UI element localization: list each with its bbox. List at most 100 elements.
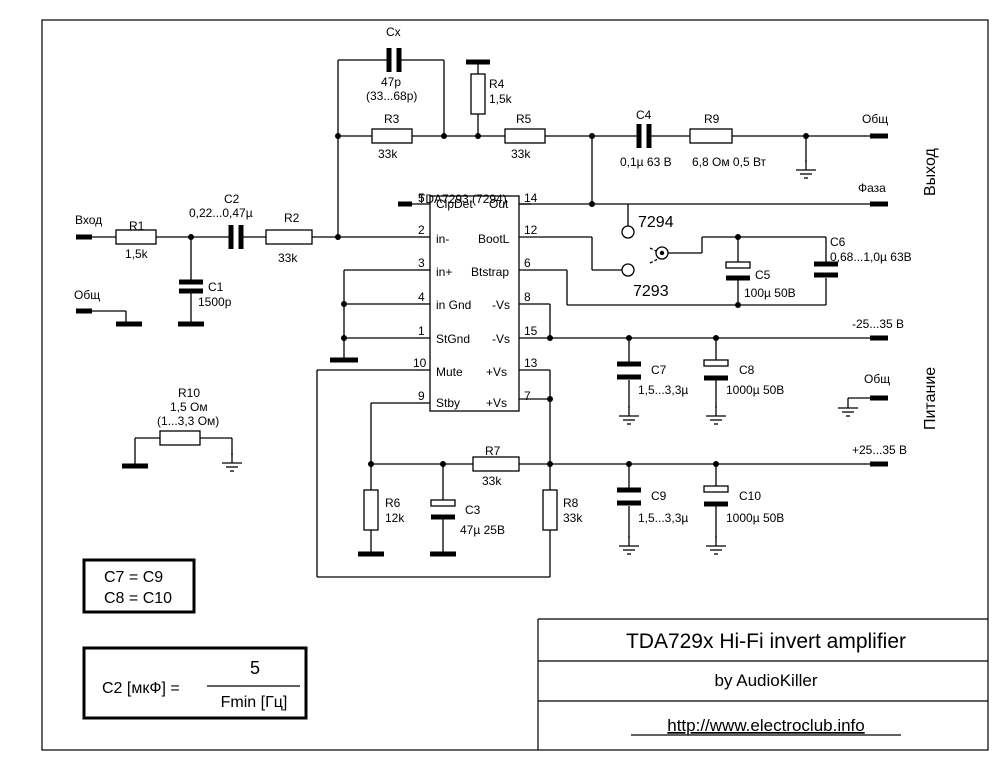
- author-text: by AudioKiller: [714, 671, 817, 690]
- switch-option-7293: 7293: [633, 283, 669, 300]
- pin-name-plus-vs-13: +Vs: [486, 365, 507, 379]
- cx-range: (33...68p): [366, 89, 417, 103]
- pin-num-13: 13: [524, 356, 538, 370]
- r9-ref: R9: [704, 112, 720, 126]
- pin-name-clpdet: ClpDet: [436, 197, 473, 211]
- c7-value: 1,5...3,3µ: [638, 383, 688, 397]
- pin-name-minus-vs-15: -Vs: [492, 332, 510, 346]
- r7-value: 33k: [482, 474, 502, 488]
- pin-num-8: 8: [524, 290, 531, 304]
- c5-plate-a: [725, 261, 751, 269]
- formula-denominator: Fmin [Гц]: [221, 694, 288, 711]
- r2-value: 33k: [278, 251, 298, 265]
- cx-ref: Cx: [386, 25, 401, 39]
- title-block: TDA729x Hi-Fi invert amplifier by AudioK…: [537, 618, 988, 750]
- title-text: TDA729x Hi-Fi invert amplifier: [626, 630, 906, 653]
- r8-body: [542, 489, 558, 531]
- c6-value: 0,68...1,0µ 63В: [830, 250, 912, 264]
- pin-name-out: Out: [489, 197, 509, 211]
- c10-value: 1000µ 50В: [726, 511, 784, 525]
- pin-num-15: 15: [524, 324, 538, 338]
- formula-numerator: 5: [250, 658, 260, 678]
- ic-pins: 5 ClpDet 2 in- 3 in+ 4 in Gnd 1 StGnd 10…: [413, 191, 538, 410]
- r9-value: 6,8 Ом 0,5 Вт: [692, 155, 767, 169]
- c2-value: 0,22...0,47µ: [189, 206, 253, 220]
- c9-value: 1,5...3,3µ: [638, 511, 688, 525]
- pin-num-14: 14: [524, 191, 538, 205]
- ic-title: TDA7293 (7294): [418, 192, 507, 206]
- resistors: [115, 73, 733, 531]
- c3-plate-a: [430, 499, 456, 507]
- r1-body: [115, 229, 157, 245]
- c5-ref: C5: [755, 268, 771, 282]
- net-input-label: Вход: [75, 213, 102, 227]
- pin-num-7: 7: [524, 389, 531, 403]
- formula-note: C2 [мкФ] = 5 Fmin [Гц]: [82, 646, 308, 720]
- c6-ref: C6: [830, 235, 846, 249]
- equality-line-1: C7 = C9: [104, 569, 163, 586]
- net-pos-supply-label: +25...35 В: [852, 443, 907, 457]
- pin-num-9: 9: [418, 389, 425, 403]
- net-gnd-supply-label: Общ: [864, 372, 890, 386]
- wires: [92, 59, 888, 578]
- net-gnd-output-label: Общ: [862, 112, 888, 126]
- r6-value: 12k: [385, 511, 405, 525]
- pin-num-1: 1: [418, 324, 425, 338]
- c5-value: 100µ 50В: [744, 286, 796, 300]
- c9-ref: C9: [651, 489, 667, 503]
- url-link[interactable]: http://www.electroclub.info: [667, 716, 864, 735]
- net-gnd-input-label: Общ: [74, 288, 100, 302]
- c8-plate-a: [703, 359, 729, 367]
- r1-ref: R1: [129, 219, 145, 233]
- pin-num-5: 5: [418, 191, 425, 205]
- r6-body: [363, 489, 379, 531]
- equality-note: C7 = C9 C8 = C10: [82, 558, 196, 614]
- r3-ref: R3: [384, 112, 400, 126]
- r3-value: 33k: [378, 147, 398, 161]
- terminal-bars: [76, 59, 888, 557]
- switch-option-7294: 7294: [638, 214, 674, 231]
- r7-ref: R7: [485, 444, 501, 458]
- net-output-group-label: Выход: [922, 147, 939, 196]
- component-labels: Вход Общ R1 1,5k C2 0,22...0,47µ R2 33k …: [74, 25, 912, 537]
- pin-num-6: 6: [524, 256, 531, 270]
- equality-line-2: C8 = C10: [104, 590, 172, 607]
- r10-value: 1,5 Ом: [170, 400, 208, 414]
- pin-name-plus-vs-7: +Vs: [486, 396, 507, 410]
- pin-name-stgnd: StGnd: [436, 332, 470, 346]
- pin-name-stby: Stby: [436, 396, 460, 410]
- cx-value: 47p: [381, 75, 401, 89]
- c8-value: 1000µ 50В: [726, 383, 784, 397]
- pin-num-10: 10: [413, 356, 427, 370]
- pin-name-minus-vs-8: -Vs: [492, 298, 510, 312]
- pin-name-bootl: BootL: [478, 232, 510, 246]
- formula-lhs: C2 [мкФ] =: [102, 680, 180, 697]
- r10-body: [159, 430, 201, 446]
- r10-ref: R10: [178, 386, 200, 400]
- r2-body: [265, 229, 313, 245]
- r8-ref: R8: [563, 496, 579, 510]
- pin-num-12: 12: [524, 223, 538, 237]
- pin-name-in-gnd: in Gnd: [436, 298, 471, 312]
- c3-value: 47µ 25В: [460, 523, 505, 537]
- c4-ref: C4: [636, 108, 652, 122]
- r4-ref: R4: [489, 77, 505, 91]
- r5-body: [504, 128, 546, 144]
- c8-ref: C8: [739, 363, 755, 377]
- r5-value: 33k: [511, 147, 531, 161]
- sheet-frame: [41, 19, 989, 751]
- pin-name-mute: Mute: [436, 365, 463, 379]
- c1-ref: C1: [208, 280, 224, 294]
- r4-body: [470, 73, 486, 115]
- r2-ref: R2: [284, 211, 300, 225]
- capacitors: [179, 48, 838, 520]
- r5-ref: R5: [516, 112, 532, 126]
- pin-name-in-plus: in+: [436, 265, 452, 279]
- r3-body: [371, 128, 413, 144]
- c7-ref: C7: [651, 363, 667, 377]
- c2-ref: C2: [224, 192, 240, 206]
- pin-num-3: 3: [418, 256, 425, 270]
- c10-ref: C10: [739, 489, 761, 503]
- pin-name-btstrap: Btstrap: [471, 265, 509, 279]
- c10-plate-a: [703, 485, 729, 493]
